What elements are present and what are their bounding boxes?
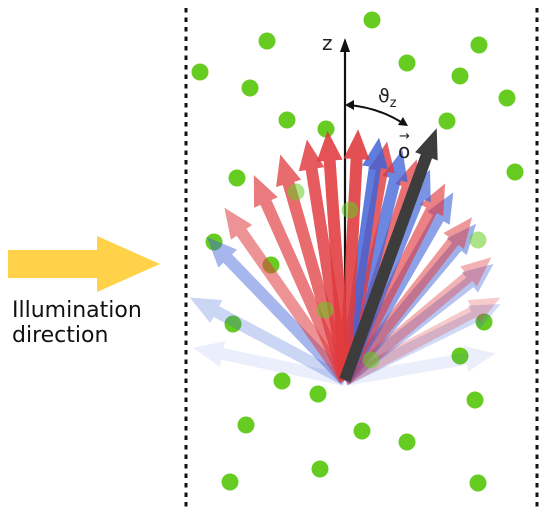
orientation-vector-accent: →: [399, 129, 410, 144]
particle-dot: [362, 351, 380, 369]
particle-dot: [205, 233, 223, 251]
orientation-vector-shape: [339, 128, 438, 383]
particle-dot: [228, 169, 246, 187]
particle-dot: [309, 385, 327, 403]
red-orientation-arrow: [224, 207, 350, 384]
particle-dot: [273, 372, 291, 390]
theta-angle-label: ϑz: [378, 85, 397, 111]
theta-arc-left-head: [345, 100, 354, 110]
blue-orientation-arrow: [342, 304, 501, 386]
illumination-arrow: [8, 236, 160, 292]
orientation-vector-label: o: [398, 139, 410, 163]
particle-dot: [398, 54, 416, 72]
particle-dot: [363, 11, 381, 29]
red-orientation-arrow: [342, 297, 501, 386]
particle-dot: [451, 347, 469, 365]
particle-field-front: [287, 183, 487, 369]
particle-dot: [258, 32, 276, 50]
particle-dot: [353, 422, 371, 440]
particle-dot: [469, 474, 487, 492]
particle-dot: [317, 120, 335, 138]
particle-dot: [470, 36, 488, 54]
particle-dot: [278, 111, 296, 129]
blue-orientation-arrow: [344, 345, 496, 386]
illumination-direction-label: Illumination direction: [12, 298, 142, 348]
particle-dot: [224, 315, 242, 333]
particle-dot: [451, 67, 469, 85]
particle-dot: [311, 460, 329, 478]
blue-orientation-arrow: [206, 237, 350, 385]
particle-dot: [241, 79, 259, 97]
blue-orientation-arrow: [341, 263, 494, 385]
orientation-vector-arrow: [339, 128, 438, 383]
theta-arc-right-head: [398, 117, 408, 126]
illumination-label-line2: direction: [12, 323, 109, 348]
particle-dot: [221, 473, 239, 491]
red-orientation-arrow: [339, 129, 370, 381]
particle-dot: [506, 163, 524, 181]
z-axis-label: z: [322, 31, 333, 55]
red-orientation-arrow: [341, 257, 492, 385]
blue-orientation-arrow: [189, 297, 348, 386]
particle-dot: [398, 433, 416, 451]
particle-dot: [316, 301, 334, 319]
particle-dot: [341, 201, 359, 219]
particle-dot: [475, 313, 493, 331]
particle-dot: [498, 89, 516, 107]
particle-dot: [466, 391, 484, 409]
particle-dot: [469, 231, 487, 249]
particle-dot: [237, 416, 255, 434]
theta-subscript: z: [390, 96, 397, 111]
theta-angle-arc: [348, 104, 405, 125]
blue-orientation-arrow: [193, 341, 347, 386]
theta-symbol: ϑ: [378, 85, 390, 107]
particle-dot: [287, 183, 305, 201]
illumination-label-line1: Illumination: [12, 298, 142, 323]
z-axis-arrowhead: [340, 38, 350, 52]
particle-dot: [438, 112, 456, 130]
particle-dot: [191, 63, 209, 81]
